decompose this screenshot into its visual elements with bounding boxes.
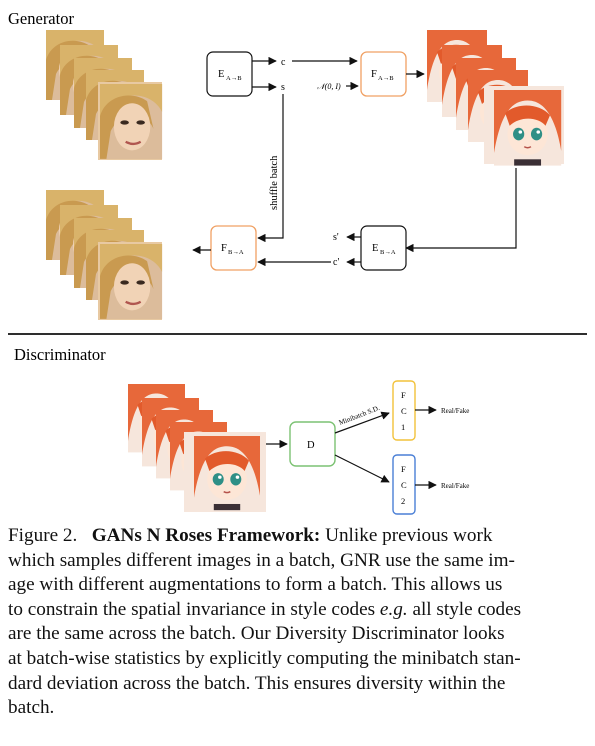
decoder-a-to-b-box: F A→B bbox=[360, 51, 407, 97]
encoder-a-to-b-label: E bbox=[218, 69, 224, 80]
caption-line1: Unlike previous work bbox=[325, 525, 493, 546]
caption-line2: which samples different images in a batc… bbox=[8, 549, 515, 571]
encoder-b-to-a-sub: B→A bbox=[380, 249, 396, 256]
fc1-output-label: Real/Fake bbox=[441, 407, 469, 415]
discriminator-d-label: D bbox=[307, 440, 315, 451]
caption-eg: e.g. bbox=[379, 598, 408, 620]
decoder-a-to-b-label: F bbox=[371, 69, 377, 80]
fc2-letter-c: C bbox=[401, 480, 407, 490]
input-photo-stack bbox=[44, 28, 164, 161]
content-code-2-label: c' bbox=[333, 257, 339, 268]
figure-title: GANs N Roses Framework: bbox=[91, 525, 321, 546]
caption-line7: dard deviation across the batch. This en… bbox=[8, 672, 506, 694]
encoder-a-to-b-box: E A→B bbox=[206, 51, 253, 97]
reconstructed-photo-stack bbox=[44, 188, 164, 321]
discriminator-section-label: Discriminator bbox=[14, 345, 106, 364]
figure-label: Figure 2. bbox=[8, 525, 78, 546]
decoder-b-to-a-box: F B→A bbox=[210, 225, 257, 271]
discriminator-d-box: D bbox=[289, 421, 336, 467]
fc1-letter-f: F bbox=[401, 390, 406, 400]
caption-line4a: to constrain the spatial invariance in s… bbox=[8, 598, 376, 620]
caption-line8: batch. bbox=[8, 697, 55, 719]
shuffle-batch-label: shuffle batch bbox=[269, 155, 280, 210]
fc1-letter-1: 1 bbox=[401, 422, 405, 432]
decoder-b-to-a-label: F bbox=[221, 243, 227, 254]
fc2-output-label: Real/Fake bbox=[441, 482, 469, 490]
figure-caption: Figure 2. GANs N Roses Framework: Unlike… bbox=[8, 524, 586, 721]
encoder-b-to-a-label: E bbox=[372, 243, 378, 254]
encoder-a-to-b-sub: A→B bbox=[226, 75, 242, 82]
encoder-b-to-a-box: E B→A bbox=[360, 225, 407, 271]
output-anime-stack bbox=[426, 29, 564, 167]
fc1-letter-c: C bbox=[401, 406, 407, 416]
caption-line6: at batch-wise statistics by explicitly c… bbox=[8, 647, 521, 669]
caption-line4b: all style codes bbox=[412, 598, 522, 620]
generator-section-label: Generator bbox=[8, 9, 74, 28]
content-code-label: c bbox=[281, 57, 286, 68]
fc2-letter-2: 2 bbox=[401, 496, 405, 506]
fc2-box: F C 2 bbox=[392, 454, 416, 515]
fc2-letter-f: F bbox=[401, 464, 406, 474]
noise-label: 𝒩(0, I) bbox=[317, 82, 341, 91]
style-code-2-label: s' bbox=[333, 232, 339, 243]
caption-line5: are the same across the batch. Our Diver… bbox=[8, 623, 505, 645]
decoder-a-to-b-sub: A→B bbox=[378, 75, 394, 82]
caption-line3: age with different augmentations to form… bbox=[8, 574, 503, 596]
fc1-box: F C 1 bbox=[392, 380, 416, 441]
discriminator-input-anime-stack bbox=[127, 383, 266, 512]
decoder-b-to-a-sub: B→A bbox=[228, 249, 244, 256]
style-code-label: s bbox=[281, 82, 285, 93]
